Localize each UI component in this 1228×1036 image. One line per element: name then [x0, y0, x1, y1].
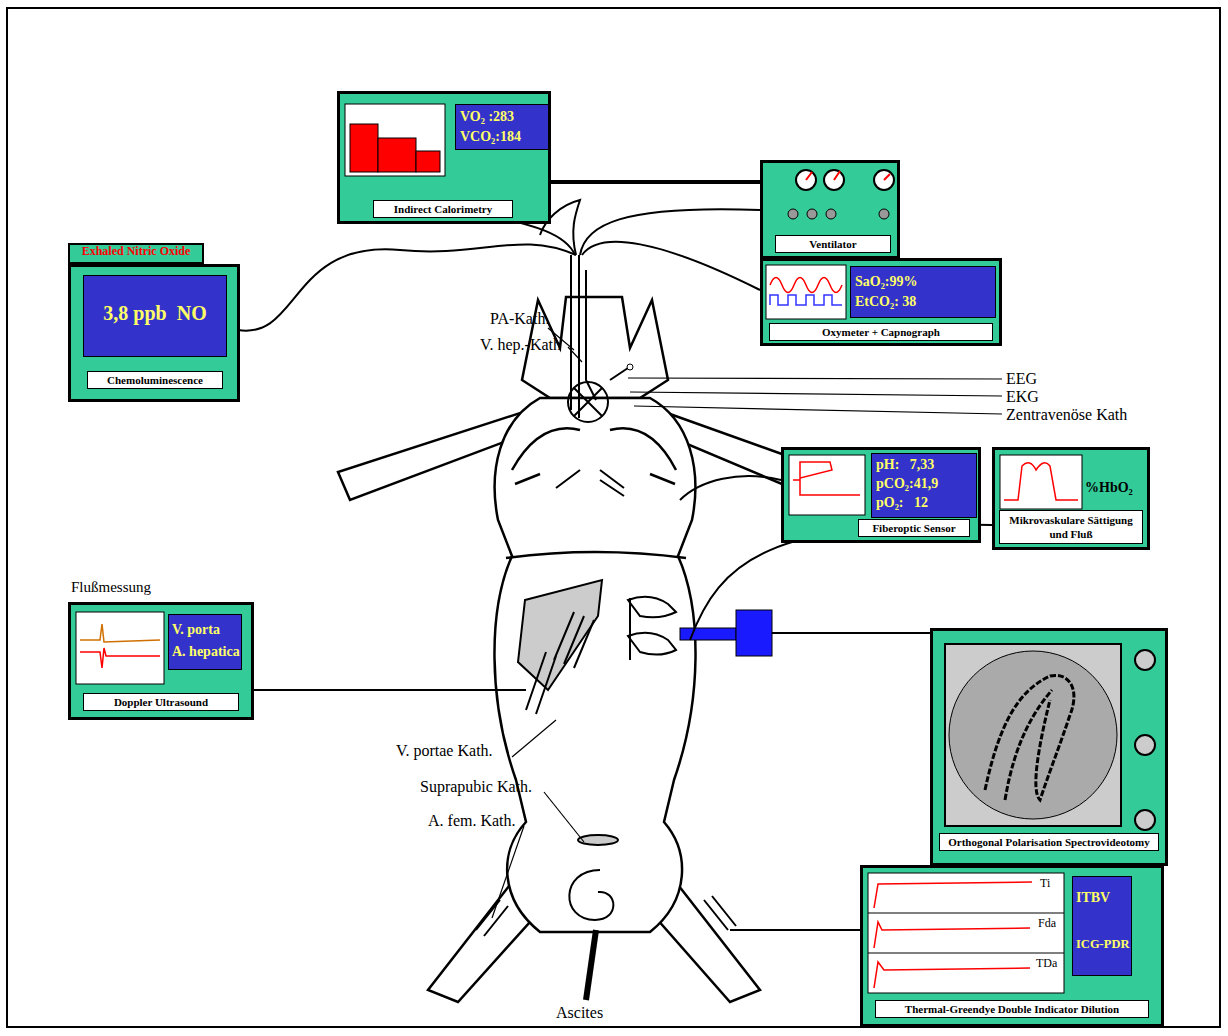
signal-name: TDa [1036, 956, 1057, 971]
display-box: VO₂ :283VCO₂:184 [455, 104, 549, 150]
part-label: A. fem. Kath. [428, 812, 516, 830]
display-text: A. hepatica [172, 643, 240, 661]
display-box: 3,8 ppb NO [83, 275, 227, 357]
part-label: PA-Kath. [490, 310, 549, 328]
part-label: V. portae Kath. [396, 742, 493, 760]
connector-line [551, 180, 760, 184]
display-box: pH: 7,33pCO₂:41,9pO₂: 12 [871, 453, 977, 518]
part-label: Suprapubic Kath. [420, 778, 532, 796]
display-text: Exhaled Nitric Oxide [70, 245, 202, 258]
display-text: ICG-PDR [1076, 935, 1130, 953]
part-label: V. hep.-Kath [480, 336, 561, 354]
monitor-panel: Orthogonal Polarisation Spectrovideotomy [930, 628, 1168, 866]
monitor-panel: Indirect Calorimetry VO₂ :283VCO₂:184 [337, 91, 551, 224]
panel-caption: Oxymeter + Capnograph [769, 323, 993, 341]
monitor-panel: FlußmessungDoppler UltrasoundV. portaA. … [68, 602, 254, 720]
signal-name: Fda [1038, 916, 1056, 931]
panel-caption: Mikrovaskulare Sättigung und Fluß [999, 510, 1143, 544]
panel-caption: Orthogonal Polarisation Spectrovideotomy [939, 833, 1159, 851]
display-text: %HbO₂ [1085, 480, 1147, 496]
panel-caption: Indirect Calorimetry [373, 200, 513, 218]
display-text: VO₂ :283 [460, 108, 546, 126]
display-text: ITBV [1076, 889, 1130, 907]
display-box: SaO₂:99% EtCO₂: 38 [850, 266, 996, 318]
title-box: Exhaled Nitric Oxide [68, 243, 204, 264]
part-label: EEG [1006, 370, 1037, 388]
part-label: Ascites [556, 1004, 603, 1022]
panel-caption: Doppler Ultrasound [83, 693, 239, 711]
panel-heading: Flußmessung [71, 579, 211, 596]
display-box: ITBV ICG-PDR [1072, 876, 1132, 976]
display-text: pO₂: 12 [876, 494, 974, 512]
panel-caption: Thermal-Greendye Double Indicator Diluti… [875, 1000, 1149, 1018]
monitor-panel: Oxymeter + Capnograph SaO₂:99% EtCO₂: 38 [760, 258, 1002, 346]
signal-name: Ti [1040, 876, 1050, 891]
panel-caption: Ventilator [775, 235, 891, 253]
display-text: 3,8 ppb NO [86, 302, 224, 325]
monitor-panel: Ventilator [760, 160, 900, 259]
monitor-panel: Fiberoptic SensorpH: 7,33pCO₂:41,9pO₂: 1… [781, 447, 981, 543]
display-text: pCO₂:41,9 [876, 475, 974, 493]
panel-caption: Fiberoptic Sensor [858, 519, 970, 537]
display-text: VCO₂:184 [460, 128, 546, 146]
display-text: SaO₂:99% [855, 273, 993, 291]
display-text: EtCO₂: 38 [855, 293, 993, 311]
display-box: V. porta A. hepatica [168, 614, 242, 670]
monitor-panel: Chemoluminescence 3,8 ppb NO [68, 264, 240, 402]
part-label: EKG [1006, 388, 1039, 406]
monitor-panel: Thermal-Greendye Double Indicator Diluti… [860, 865, 1164, 1027]
part-label: Zentravenöse Kath [1006, 406, 1127, 424]
panel-caption: Chemoluminescence [87, 371, 223, 389]
display-text: pH: 7,33 [876, 456, 974, 474]
monitor-panel: %HbO₂ Mikrovaskulare Sättigung und Fluß [992, 447, 1150, 550]
display-text: V. porta [172, 621, 240, 639]
